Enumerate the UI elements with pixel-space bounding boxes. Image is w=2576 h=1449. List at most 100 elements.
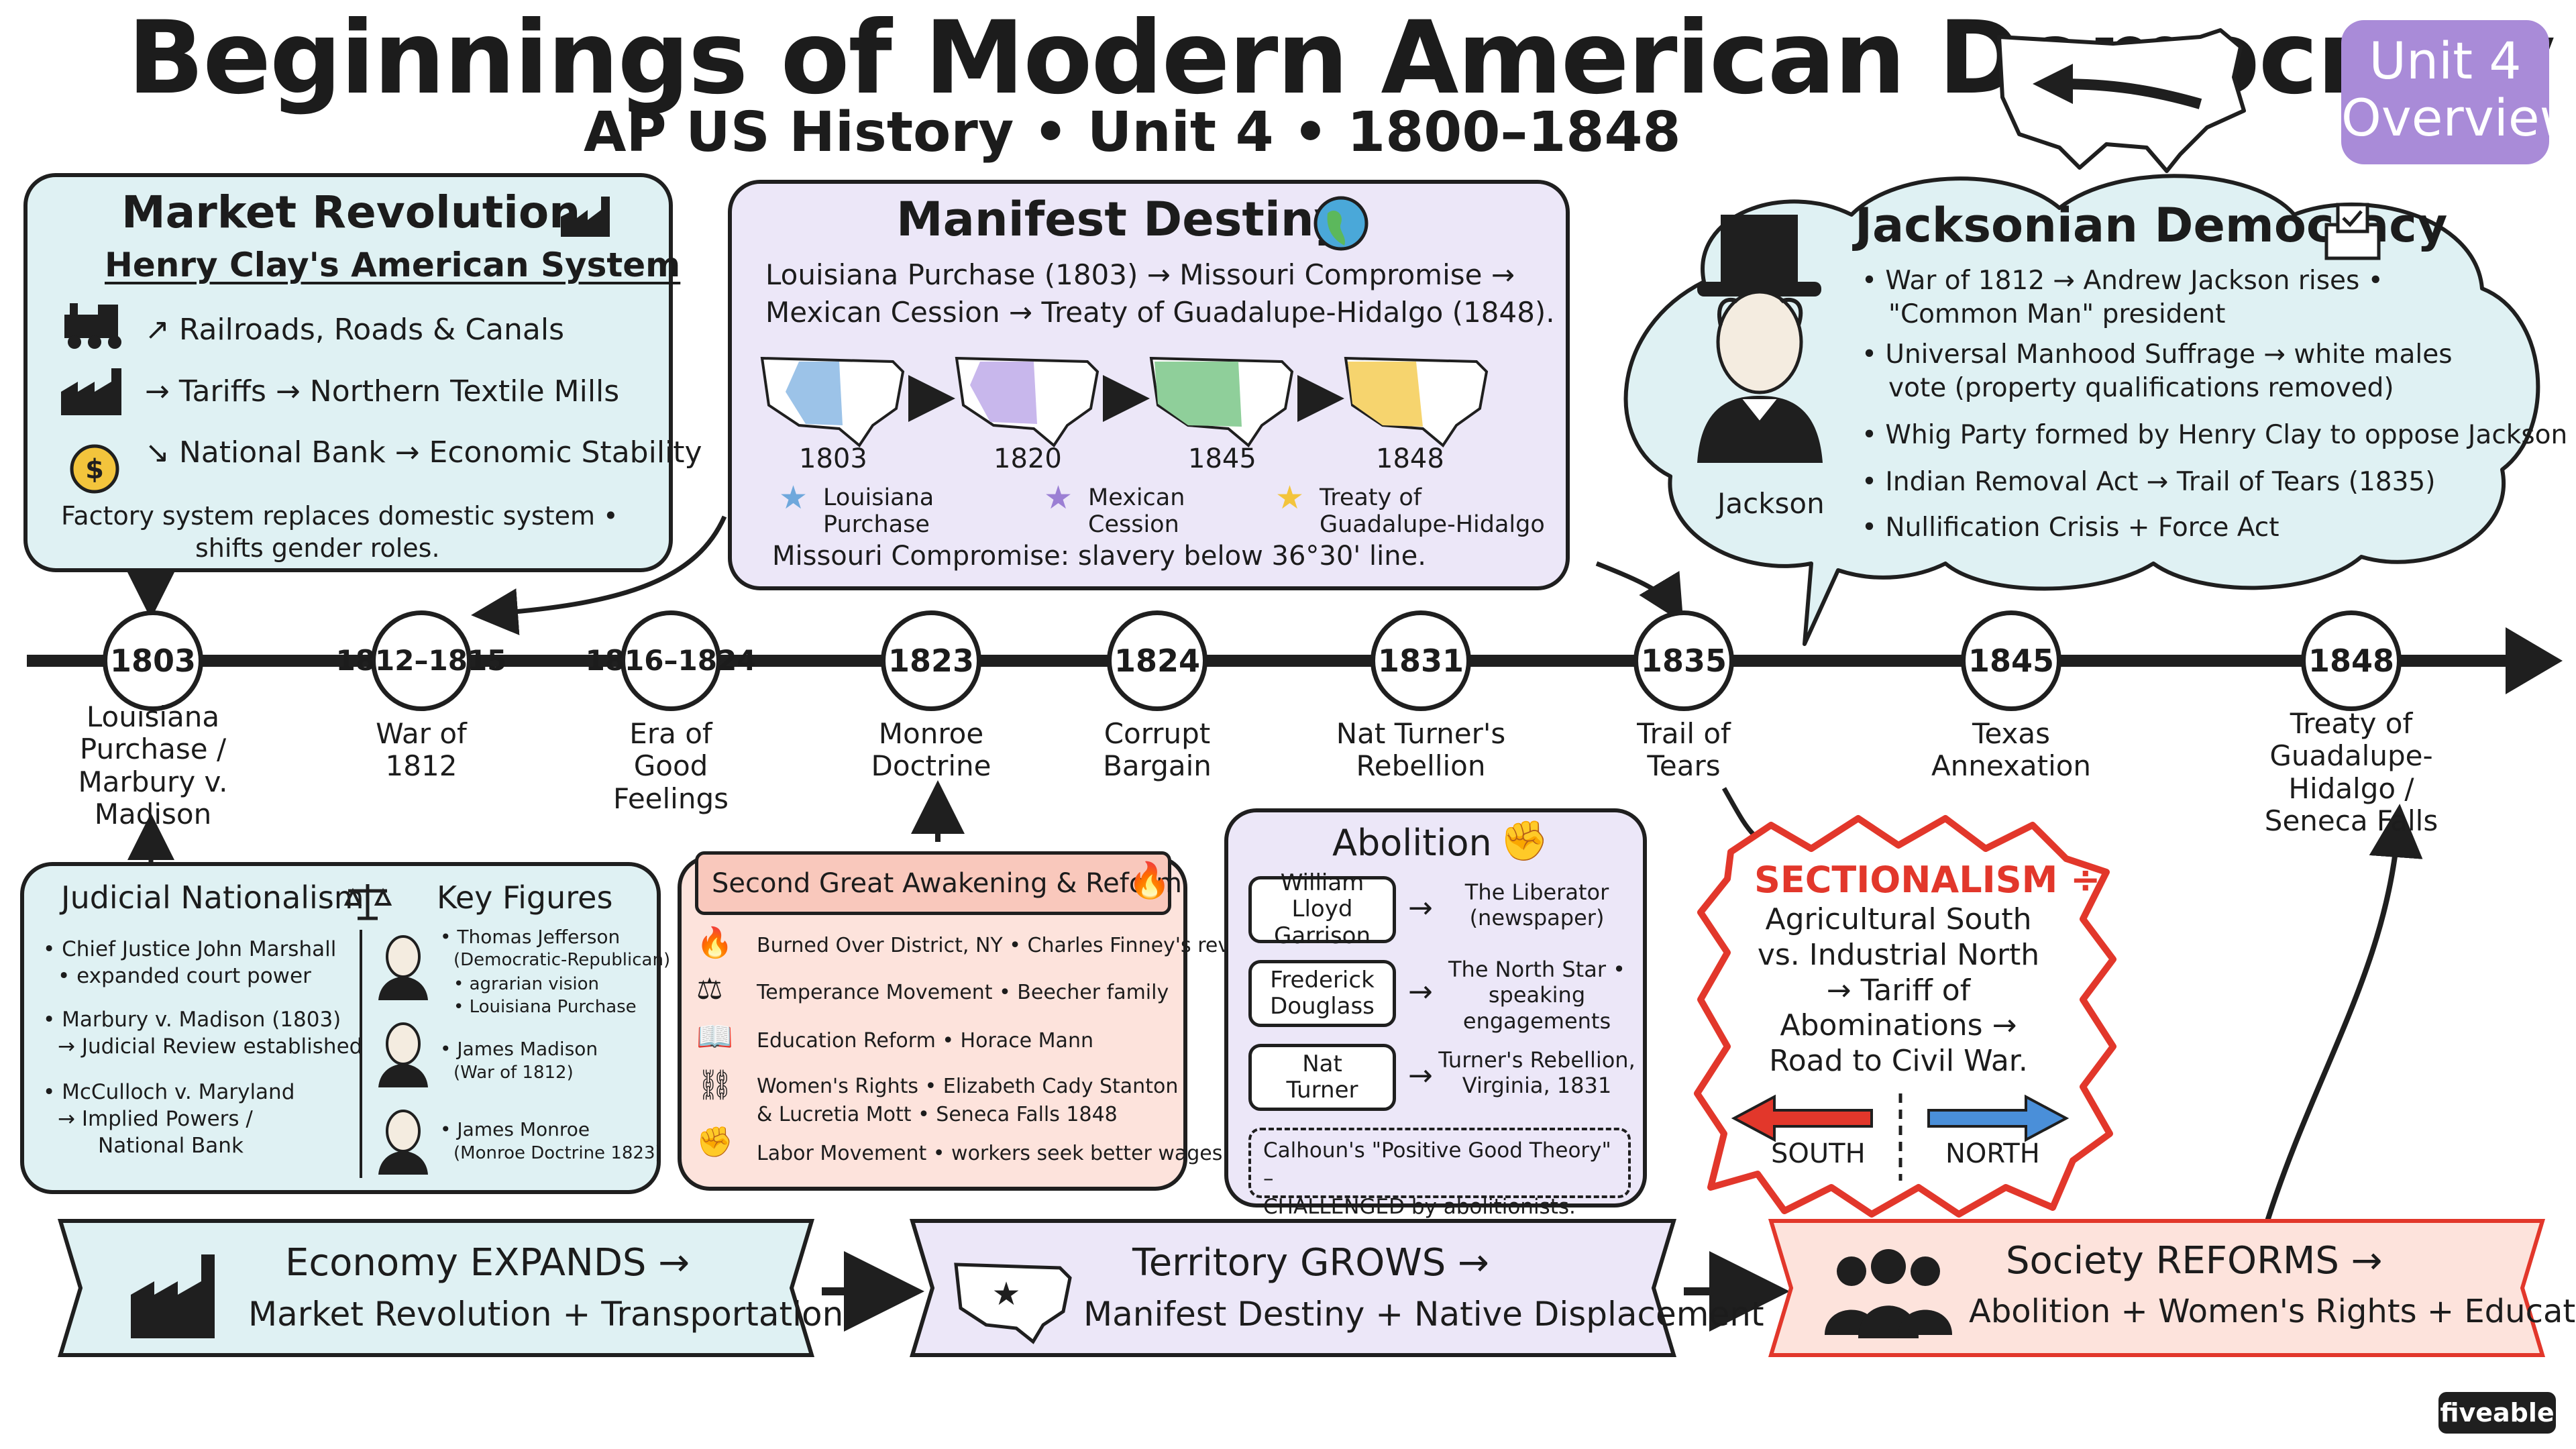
- market-item-1-text: Railroads, Roads & Canals: [178, 313, 565, 347]
- timeline-node-7: 1835: [1633, 610, 1734, 711]
- market-item-2: → Tariffs → Northern Textile Mills: [145, 374, 620, 409]
- market-title: Market Revolution: [121, 186, 581, 238]
- awakening-item-3: Education Reform • Horace Mann: [757, 1029, 1093, 1053]
- factory-icon: [561, 197, 610, 237]
- timeline-node-year: 1848: [2308, 642, 2395, 679]
- jackson-portrait: [1697, 215, 1823, 463]
- abolition-row-3-desc: Turner's Rebellion, Virginia, 1831: [1436, 1047, 1638, 1099]
- map-1845: [1149, 356, 1294, 447]
- timeline-label-line: Guadalupe-Hidalgo /: [2269, 739, 2433, 805]
- timeline-label-line: Monroe: [878, 717, 984, 750]
- figure-1b: (Democratic-Republican): [453, 950, 671, 970]
- abolition-row-1-arrow: →: [1408, 891, 1433, 925]
- banner-territory-line1: Territory GROWS →: [1132, 1241, 1489, 1285]
- timeline-node-year: 1812–: [335, 643, 429, 677]
- north-label: NORTH: [1945, 1138, 2040, 1169]
- unit-badge: Unit 4 Overview: [2341, 20, 2576, 164]
- jackson-bullet-1a: • War of 1812 → Andrew Jackson rises •: [1862, 266, 2383, 296]
- market-item-1: ↗ Railroads, Roads & Canals: [145, 313, 565, 347]
- timeline-label-line: Rebellion: [1356, 749, 1486, 783]
- manifest-footer: Missouri Compromise: slavery below 36°30…: [772, 541, 1426, 572]
- judicial-divider: [360, 930, 362, 1178]
- calhoun-line1: Calhoun's "Positive Good Theory" –: [1263, 1138, 1611, 1191]
- calhoun-note: Calhoun's "Positive Good Theory" – CHALL…: [1248, 1128, 1631, 1219]
- timeline-node-year: 1835: [1640, 642, 1727, 679]
- jackson-bullet-5: • Nullification Crisis + Force Act: [1862, 513, 2279, 543]
- timeline-node-3: 1816–1824: [586, 610, 756, 711]
- manifest-connector: [471, 515, 727, 635]
- timeline-node-year: 1815: [428, 643, 507, 677]
- globe-icon: [1313, 196, 1368, 251]
- northstar-line1: The North Star •: [1448, 957, 1626, 982]
- legend-treaty-star-icon: ★: [1275, 479, 1305, 517]
- manifest-intro-2: Mexican Cession → Treaty of Guadalupe-Hi…: [765, 296, 1555, 329]
- banner-territory-shape: [909, 1219, 1677, 1357]
- timeline-label-line: Louisiana: [86, 700, 220, 733]
- timeline-label-line: Corrupt: [1104, 717, 1211, 750]
- figure-3b: (Monroe Doctrine 1823): [453, 1143, 662, 1163]
- timeline-node-9: 1848: [2301, 610, 2402, 711]
- judicial-3b: → Implied Powers /: [58, 1107, 253, 1131]
- ballot-box-icon: [2324, 203, 2381, 260]
- south-label: SOUTH: [1771, 1138, 1866, 1169]
- turner-line1: Nat: [1302, 1050, 1342, 1077]
- timeline-label-line: Nat Turner's: [1336, 717, 1506, 750]
- labor-fist-icon: ✊: [696, 1125, 733, 1159]
- market-revolution-panel: Market Revolution Henry Clay's American …: [23, 173, 702, 572]
- jackson-bullet-1b: "Common Man" president: [1888, 299, 2226, 329]
- south-north-arrows: [1731, 1093, 2070, 1181]
- figure-3a: • James Monroe: [440, 1118, 590, 1140]
- turner-line2: Turner: [1286, 1077, 1358, 1104]
- timeline-node-2: 1812–1815: [336, 610, 506, 711]
- unit-badge-line2: Overview: [2341, 88, 2576, 148]
- rebellion-line1: Turner's Rebellion,: [1438, 1047, 1635, 1073]
- timeline-node-year: 1816–: [585, 643, 678, 677]
- page-subtitle: AP US History • Unit 4 • 1800–1848: [584, 101, 1681, 164]
- judicial-2a: • Marbury v. Madison (1803): [43, 1008, 341, 1032]
- abolition-title: Abolition: [1332, 822, 1492, 864]
- timeline-node-year: 1845: [1968, 642, 2055, 679]
- figure-1d: • Louisiana Purchase: [453, 997, 637, 1017]
- society-connector: [2265, 804, 2423, 1222]
- sectionalism-line2: vs. Industrial North: [1757, 937, 2040, 972]
- monroe-portrait-icon: [378, 1110, 428, 1175]
- legend-mexican-star-icon: ★: [1044, 479, 1073, 517]
- awakening-panel: Second Great Awakening & Reform 🔥 🔥 ⚖ 📖 …: [678, 851, 1276, 1191]
- northstar-line2: speaking: [1488, 982, 1586, 1008]
- map-year-1820: 1820: [994, 443, 1062, 474]
- north-arrow-icon: [1927, 1094, 2070, 1142]
- timeline-label-line: Annexation: [1931, 749, 2092, 783]
- figures-title: Key Figures: [437, 879, 613, 916]
- timeline-label-line: Texas: [1972, 717, 2051, 750]
- market-note-1: Factory system replaces domestic system …: [61, 501, 619, 531]
- map-1820: [955, 356, 1099, 447]
- banner-us-map-star-icon: ★: [954, 1263, 1072, 1344]
- madison-portrait-icon: [378, 1022, 428, 1087]
- brand-badge: fiveable: [2438, 1392, 2556, 1434]
- timeline-label-line: Good: [633, 749, 708, 783]
- sectionalism-line5: Road to Civil War.: [1769, 1044, 2028, 1079]
- manifest-title: Manifest Destiny: [896, 192, 1345, 247]
- timeline-label-line: Marbury v.: [78, 765, 228, 798]
- timeline-label-line: Doctrine: [871, 749, 991, 783]
- founder-portraits: [378, 935, 428, 1175]
- calhoun-line2: CHALLENGED by abolitionists.: [1263, 1194, 1576, 1219]
- banner-factory-icon: [131, 1254, 215, 1338]
- svg-text:★: ★: [991, 1275, 1020, 1313]
- legend-mexican-line2: Cession: [1088, 511, 1179, 538]
- textile-mill-icon: [61, 368, 121, 415]
- map-1848: [1344, 356, 1489, 447]
- banner-society-line1: Society REFORMS →: [2006, 1239, 2383, 1283]
- market-item-2-text: Tariffs → Northern Textile Mills: [178, 374, 620, 409]
